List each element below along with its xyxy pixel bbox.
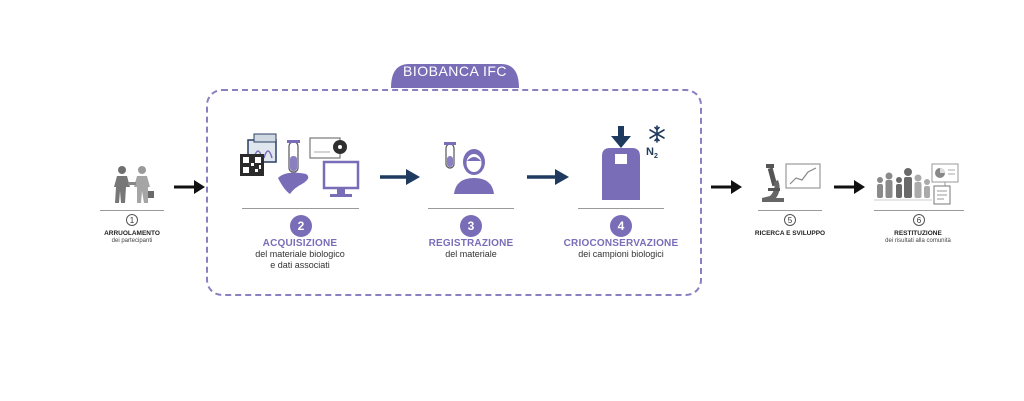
step-1-desc: dei partecipanti bbox=[111, 238, 153, 244]
cryo-tank-icon bbox=[598, 126, 644, 202]
step-2-desc-line2: e dati associati bbox=[270, 260, 330, 270]
step-6-desc: dei risultati alla comunità bbox=[885, 238, 951, 244]
step-6-number: 6 bbox=[913, 214, 925, 226]
step-4-number: 4 bbox=[610, 215, 632, 237]
biobank-frame bbox=[206, 89, 702, 296]
step-5-divider bbox=[758, 210, 822, 211]
arrow-1-icon bbox=[174, 180, 205, 194]
step-2-number: 2 bbox=[290, 215, 312, 237]
step-5-number: 5 bbox=[784, 214, 796, 226]
step-4-title: CRIOCONSERVAZIONE bbox=[563, 238, 679, 249]
community-icon bbox=[874, 162, 964, 206]
step-1-title: ARRUOLAMENTO bbox=[104, 230, 160, 237]
arrow-3-icon bbox=[527, 169, 569, 185]
step-2-title: ACQUISIZIONE bbox=[262, 238, 338, 249]
nitrogen-symbol: N bbox=[646, 146, 654, 158]
researcher-icon bbox=[440, 140, 500, 198]
step-3-title: REGISTRAZIONE bbox=[428, 238, 514, 249]
step-5-title: RICERCA E SVILUPPO bbox=[754, 230, 826, 237]
microscope-icon bbox=[760, 162, 822, 204]
handshake-icon bbox=[110, 165, 154, 205]
step-3-divider bbox=[428, 208, 514, 209]
arrow-5-icon bbox=[834, 180, 865, 194]
arrow-2-icon bbox=[380, 169, 420, 185]
step-1-number: 1 bbox=[126, 214, 138, 226]
snowflake-icon bbox=[647, 124, 667, 144]
step-6-divider bbox=[874, 210, 964, 211]
nitrogen-subscript: 2 bbox=[653, 153, 658, 161]
step-1-divider bbox=[100, 210, 164, 211]
medical-data-icon bbox=[238, 132, 362, 200]
step-3-desc: del materiale bbox=[445, 249, 497, 259]
biobank-tab bbox=[391, 64, 519, 88]
step-6-title: RESTITUZIONE bbox=[894, 230, 942, 237]
step-3-number: 3 bbox=[460, 215, 482, 237]
step-4-divider bbox=[578, 208, 664, 209]
step-2-desc-line1: del materiale biologico bbox=[255, 249, 345, 259]
biobank-title: BIOBANCA IFC bbox=[402, 63, 508, 79]
nitrogen-label: N2 bbox=[646, 146, 658, 160]
step-4-desc: dei campioni biologici bbox=[578, 249, 664, 259]
step-2-divider bbox=[242, 208, 359, 209]
arrow-4-icon bbox=[711, 180, 742, 194]
